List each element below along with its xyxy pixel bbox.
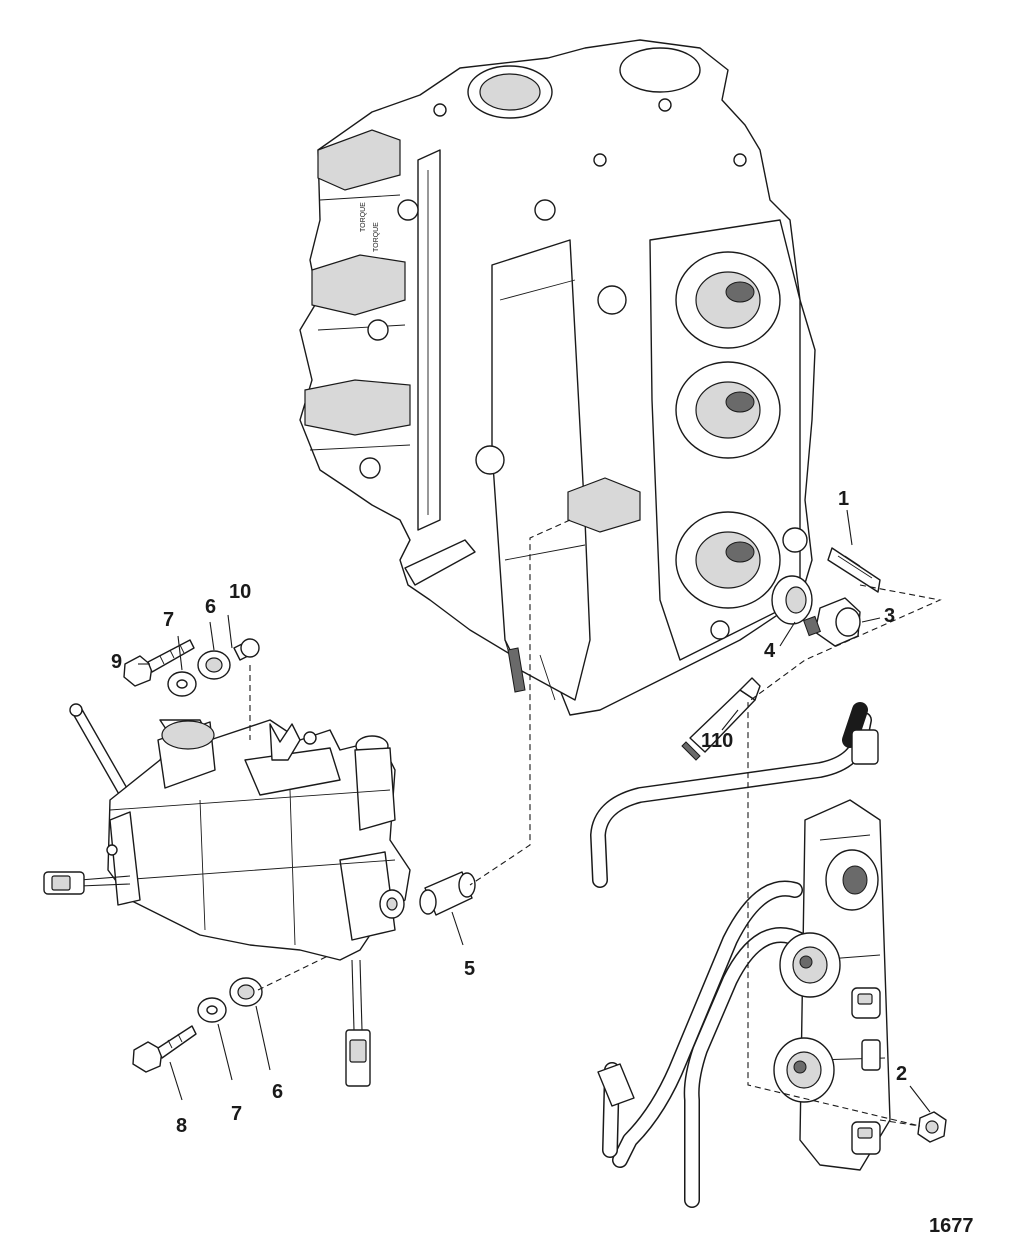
connector-b-upper bbox=[851, 987, 881, 1019]
washer-part-7-bottom bbox=[197, 997, 227, 1023]
plug-part-2 bbox=[917, 1111, 947, 1143]
callout-3: 3 bbox=[884, 605, 895, 627]
assembly-lines bbox=[249, 519, 942, 1127]
callout-8: 8 bbox=[176, 1115, 187, 1137]
callout-5: 5 bbox=[464, 958, 475, 980]
sealant-tube-part-110 bbox=[681, 677, 761, 761]
manifold-fitting-right bbox=[861, 1039, 881, 1071]
connector-b-lower bbox=[851, 1121, 881, 1155]
leader-lines bbox=[138, 509, 931, 1113]
cylinder-port-bottom bbox=[675, 511, 781, 609]
valve-upper bbox=[779, 932, 841, 998]
grommet-part-6-bottom bbox=[229, 977, 263, 1007]
grommet-part-4 bbox=[771, 575, 813, 625]
hose-fitting-top bbox=[851, 729, 879, 765]
callout-6-top: 6 bbox=[205, 596, 216, 618]
connector-bottom bbox=[345, 1029, 371, 1087]
hose-fitting-left bbox=[597, 1063, 635, 1107]
figure-number: 1677 bbox=[929, 1215, 974, 1237]
callout-110: 110 bbox=[701, 730, 733, 752]
sleeve-part-10 bbox=[233, 638, 260, 661]
block-label-line2: TORQUE bbox=[373, 222, 380, 252]
bolt-part-8 bbox=[132, 1025, 197, 1073]
callout-4: 4 bbox=[764, 640, 776, 662]
control-module bbox=[43, 703, 411, 1087]
callout-1: 1 bbox=[838, 488, 849, 510]
sensor-part-3 bbox=[802, 597, 861, 647]
connector-left bbox=[43, 871, 85, 895]
grommet-part-6-top bbox=[197, 650, 231, 680]
callout-6-bottom: 6 bbox=[272, 1081, 283, 1103]
callout-7-bottom: 7 bbox=[231, 1103, 242, 1125]
callout-2: 2 bbox=[896, 1063, 907, 1085]
callout-10: 10 bbox=[229, 581, 251, 603]
cylinder-port-middle bbox=[675, 361, 781, 459]
callout-7-top: 7 bbox=[163, 609, 174, 631]
cylinder-port-top bbox=[675, 251, 781, 349]
manifold-body bbox=[773, 799, 891, 1171]
washer-part-7-top bbox=[167, 671, 197, 697]
engine-block: TORQUE TORQUE bbox=[299, 39, 816, 716]
block-label-line1: TORQUE bbox=[360, 202, 367, 232]
valve-lower bbox=[773, 1037, 835, 1103]
stud-part-1 bbox=[827, 547, 881, 593]
sleeve-part-5 bbox=[419, 871, 476, 916]
callout-9: 9 bbox=[111, 651, 122, 673]
manifold-port-top bbox=[825, 849, 879, 911]
